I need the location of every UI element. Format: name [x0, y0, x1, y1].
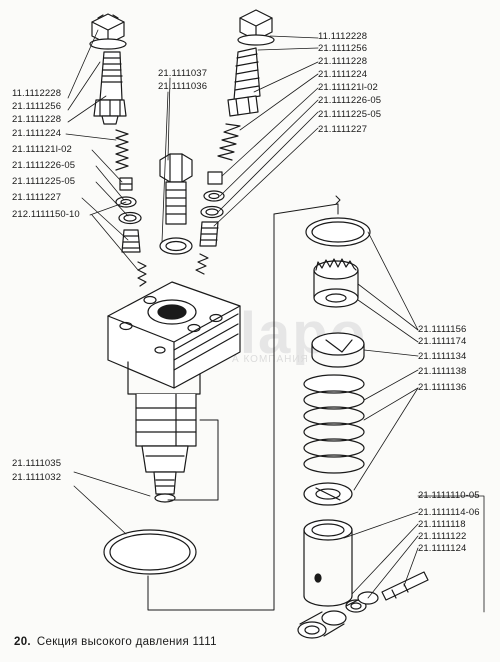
- toothed-rotor: [313, 258, 359, 308]
- label-part-right-2: 21.1111256: [318, 43, 368, 54]
- left-valve-parts: [115, 177, 147, 287]
- right-column-parts: [297, 217, 429, 639]
- leaders-lower-left: [73, 471, 151, 535]
- leaders-lower-right: [343, 495, 485, 613]
- right-threaded-fitting: [227, 47, 261, 117]
- label-part-mid-5: 21.1111136: [418, 382, 467, 393]
- right-cap-nut: [237, 9, 275, 46]
- figure-title: Секция высокого давления 1111: [36, 636, 217, 648]
- roller: [297, 610, 347, 639]
- watermark-subtitle: А КОМПАНИЯ: [232, 354, 309, 365]
- left-spring: [115, 129, 129, 171]
- label-part-lower-right-3: 21.1111118: [418, 519, 466, 530]
- figure-caption: 20. Секция высокого давления 1111: [14, 636, 217, 648]
- right-fitting-stack: [195, 9, 275, 275]
- pusher-cylinder: [303, 519, 353, 607]
- label-part-left-9: 212.1111150-10: [12, 209, 80, 220]
- label-part-top-1: 21.1111037: [158, 68, 208, 79]
- assembly-bracket-lines: [147, 195, 341, 611]
- center-plug: [159, 153, 193, 255]
- right-spring: [217, 123, 241, 161]
- label-part-left-7: 21.1111225-05: [12, 176, 76, 187]
- label-part-left-4: 21.1111224: [12, 128, 62, 139]
- large-spring: [303, 374, 365, 474]
- label-part-top-2: 21.1111036: [158, 81, 208, 92]
- sleeve-ring: [311, 332, 365, 368]
- label-part-left-3: 21.1111228: [12, 114, 62, 125]
- label-part-left-5: 21.111121l-02: [12, 144, 72, 155]
- label-part-left-8: 21.1111227: [12, 192, 62, 203]
- label-part-mid-1: 21.1111156: [418, 324, 467, 335]
- left-fitting-stack: [89, 13, 147, 287]
- leaders-mid-right: [353, 231, 419, 491]
- label-part-right-8: 21.1111227: [318, 124, 368, 135]
- label-part-lower-left-2: 21.1111032: [12, 472, 62, 483]
- leaders-right: [213, 35, 319, 227]
- leaders-top-center: [161, 77, 171, 243]
- label-part-mid-3: 21.1111134: [418, 351, 467, 362]
- left-threaded-fitting: [93, 51, 127, 125]
- bushing: [345, 591, 379, 613]
- label-part-right-5: 21.111121l-02: [318, 82, 378, 93]
- label-part-right-1: 11.1112228: [318, 31, 368, 42]
- label-part-lower-right-5: 21.1111124: [418, 543, 467, 554]
- label-part-right-6: 21.1111226-05: [318, 95, 382, 106]
- large-washer: [103, 529, 197, 575]
- right-valve-parts: [195, 171, 225, 275]
- label-part-right-7: 21.1111225-05: [318, 109, 382, 120]
- label-part-right-3: 21.1111228: [318, 56, 368, 67]
- pump-body: [107, 281, 241, 503]
- label-part-lower-right-2: 21.1111114-06: [418, 507, 480, 518]
- label-part-lower-right-1: 21.1111110-05: [418, 490, 480, 501]
- axle-pin: [381, 571, 429, 601]
- leaders-left: [65, 29, 139, 271]
- top-ring: [305, 217, 371, 247]
- label-part-left-6: 21.1111226-05: [12, 160, 76, 171]
- label-part-mid-4: 21.1111138: [418, 366, 467, 377]
- label-part-left-1: 11.1112228: [12, 88, 62, 99]
- label-part-lower-left-1: 21.1111035: [12, 458, 62, 469]
- label-part-lower-right-4: 21.1111122: [418, 531, 467, 542]
- label-part-left-2: 21.1111256: [12, 101, 62, 112]
- label-part-right-4: 21.1111224: [318, 69, 368, 80]
- spring-seat: [303, 482, 353, 506]
- left-cap-nut: [89, 13, 127, 50]
- label-part-mid-2: 21.1111174: [418, 336, 467, 347]
- figure-number: 20.: [14, 636, 31, 648]
